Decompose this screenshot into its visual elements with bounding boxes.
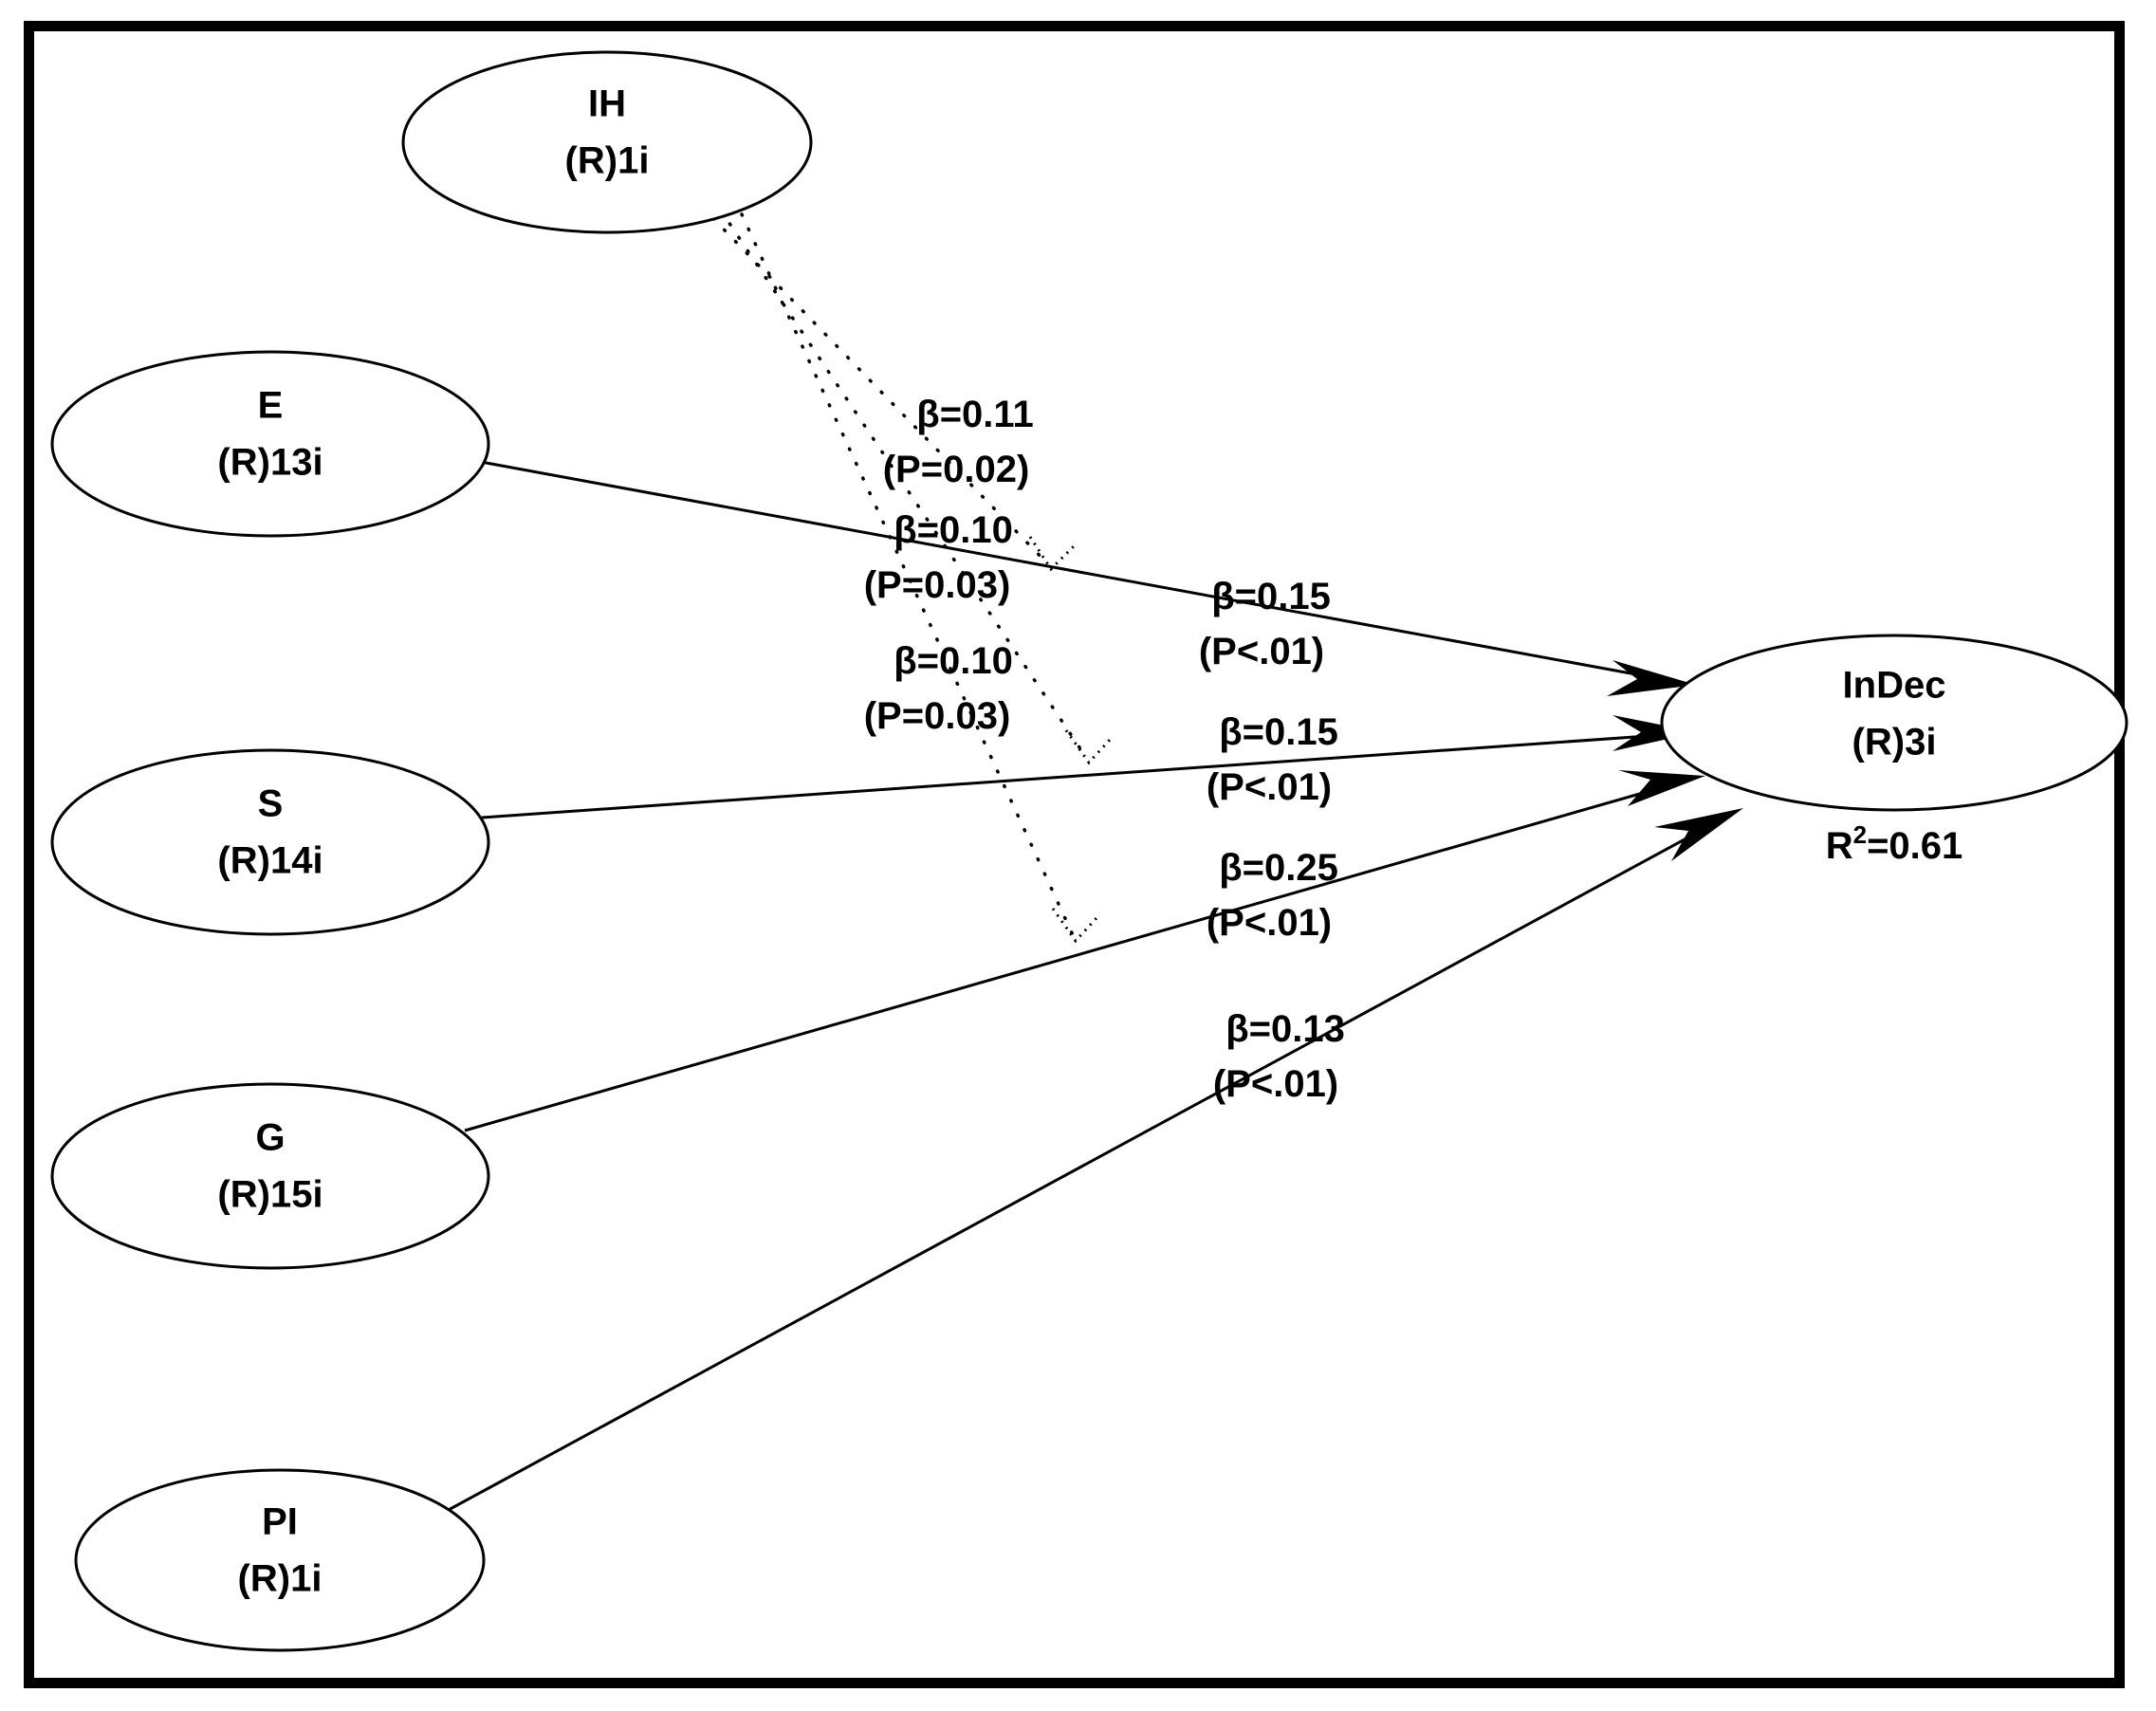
edge-label-ih-1-beta: β=0.11	[916, 394, 1033, 435]
arrowhead-ih-3	[1051, 908, 1098, 944]
edge-label-ih-2-beta: β=0.10	[894, 509, 1013, 551]
edge-group-solid	[433, 460, 1743, 1519]
edge-ih-3[interactable]	[740, 212, 1098, 944]
edge-label-group: β=0.11 (P=0.02) β=0.10 (P=0.03) β=0.10 (…	[864, 394, 1345, 1105]
node-g-line1: G	[255, 1117, 285, 1159]
edge-label-s-p: (P<.01)	[1207, 766, 1332, 808]
r-squared-superscript: 2	[1853, 820, 1867, 849]
edge-label-e-p: (P<.01)	[1199, 631, 1324, 672]
edge-ih-2[interactable]	[719, 209, 1112, 765]
edge-label-g-p: (P<.01)	[1207, 902, 1332, 944]
edge-label-ih-1-p: (P=0.02)	[883, 449, 1030, 490]
node-indec-line2: (R)3i	[1852, 722, 1937, 764]
node-g[interactable]: G (R)15i	[50, 1082, 490, 1270]
arrowhead-ih-2	[1064, 729, 1112, 765]
node-e-line2: (R)13i	[217, 442, 322, 484]
node-s[interactable]: S (R)14i	[50, 748, 490, 936]
arrowhead-e-indec	[1607, 660, 1696, 696]
edge-e-indec[interactable]	[480, 460, 1696, 696]
edge-label-ih-3-p: (P=0.03)	[864, 695, 1011, 737]
node-indec-line1: InDec	[1843, 665, 1946, 707]
edge-s-indec[interactable]	[481, 715, 1698, 819]
node-s-line1: S	[258, 783, 284, 825]
edge-label-ih-2: β=0.10 (P=0.03)	[864, 509, 1013, 606]
node-ih[interactable]: IH (R)1i	[401, 50, 813, 234]
edge-pi-indec[interactable]	[433, 808, 1743, 1519]
edge-label-pi-indec: β=0.13 (P<.01)	[1213, 1008, 1345, 1105]
arrowhead-g-indec	[1618, 770, 1705, 806]
node-ih-line2: (R)1i	[565, 140, 650, 182]
edge-label-ih-1: β=0.11 (P=0.02)	[883, 394, 1034, 490]
r-squared-label: R2=0.61	[1826, 820, 1963, 867]
r-squared-value: =0.61	[1867, 825, 1963, 867]
node-pi-line1: PI	[262, 1501, 298, 1543]
node-pi-line2: (R)1i	[238, 1558, 322, 1600]
edge-g-indec[interactable]	[464, 770, 1705, 1132]
edge-label-ih-2-p: (P=0.03)	[864, 564, 1011, 606]
edge-label-g-beta: β=0.25	[1219, 847, 1338, 889]
node-e[interactable]: E (R)13i	[50, 350, 490, 538]
node-s-line2: (R)14i	[217, 840, 322, 882]
edge-label-pi-beta: β=0.13	[1225, 1008, 1345, 1050]
node-g-line2: (R)15i	[217, 1174, 322, 1216]
arrowhead-s-indec	[1612, 715, 1698, 751]
arrowhead-ih-1	[1028, 536, 1076, 572]
node-indec[interactable]: InDec (R)3i R2=0.61	[1660, 634, 2128, 867]
edge-group-dotted	[700, 205, 1112, 944]
edge-label-e-beta: β=0.15	[1211, 576, 1331, 617]
edge-label-g-indec: β=0.25 (P<.01)	[1207, 847, 1338, 944]
edge-label-pi-p: (P<.01)	[1213, 1063, 1338, 1105]
edge-label-ih-3-beta: β=0.10	[894, 640, 1013, 682]
edge-ih-1[interactable]	[700, 205, 1076, 572]
edge-label-e-indec: β=0.15 (P<.01)	[1199, 576, 1331, 672]
edge-label-ih-3: β=0.10 (P=0.03)	[864, 640, 1013, 737]
node-group: IH (R)1i E (R)13i S (R)14i G (R)15i PI	[50, 50, 2128, 1652]
node-ih-line1: IH	[588, 83, 626, 125]
arrowhead-pi-indec	[1654, 808, 1743, 861]
node-e-line1: E	[258, 385, 284, 427]
r-squared-base: R	[1826, 825, 1853, 867]
edge-label-s-indec: β=0.15 (P<.01)	[1207, 711, 1338, 808]
node-pi[interactable]: PI (R)1i	[74, 1468, 486, 1652]
edge-label-s-beta: β=0.15	[1219, 711, 1338, 753]
